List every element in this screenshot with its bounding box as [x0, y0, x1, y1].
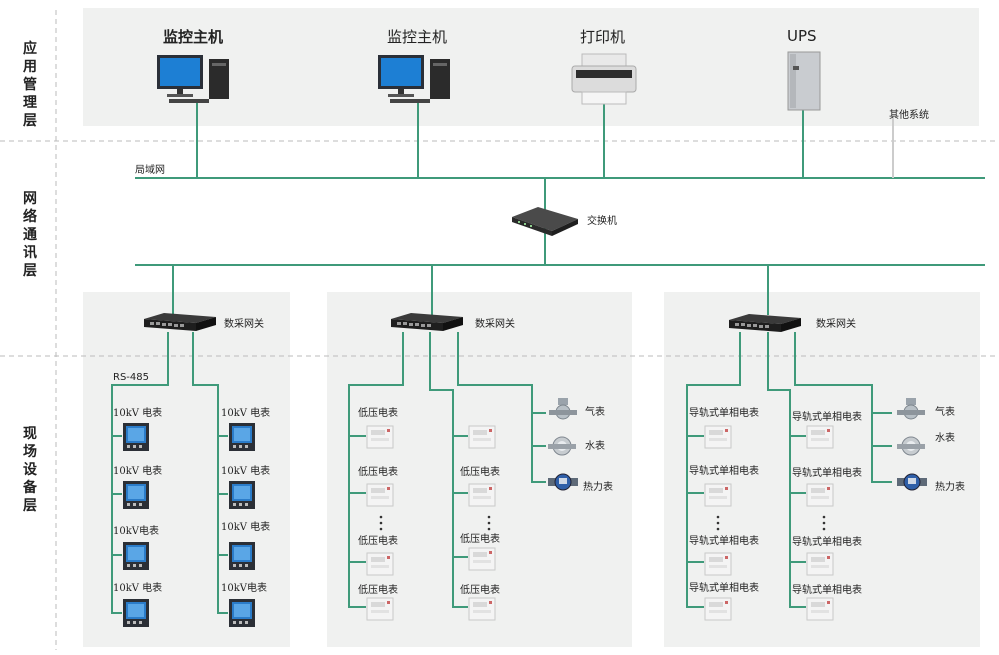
gateway-switch-icon — [729, 314, 801, 332]
right-col2-label: 导轨式单相电表 — [792, 468, 862, 479]
ups-cabinet-icon — [787, 51, 821, 111]
din-rail-meter-icon — [806, 425, 834, 449]
panel-meter-icon — [123, 599, 149, 627]
din-rail-meter-icon — [704, 552, 732, 576]
din-rail-meter-icon — [806, 597, 834, 621]
right-col1-label: 导轨式单相电表 — [689, 466, 759, 477]
left-col1-label: 10kV 电表 — [113, 408, 163, 419]
switch-label: 交换机 — [587, 216, 617, 227]
group-left-panel — [83, 292, 290, 647]
heat-meter-label: 热力表 — [583, 482, 613, 493]
water-meter-label: 水表 — [935, 433, 955, 444]
group-mid-panel — [327, 292, 632, 647]
group-right-panel — [664, 292, 980, 647]
left-col1-label: 10kV 电表 — [113, 583, 163, 594]
left-col2-label: 10kV 电表 — [221, 408, 271, 419]
mid-col1-label: 低压电表 — [358, 585, 398, 596]
din-rail-meter-icon — [704, 425, 732, 449]
din-rail-meter-icon — [366, 425, 394, 449]
ups-label: UPS — [787, 27, 817, 45]
gas-meter-icon — [549, 398, 577, 420]
monitor-pc-icon — [157, 55, 229, 103]
din-rail-meter-icon — [366, 552, 394, 576]
din-rail-meter-icon — [468, 425, 496, 449]
left-col2-label: 10kV电表 — [221, 583, 268, 594]
right-col2-label: 导轨式单相电表 — [792, 537, 862, 548]
network-switch-icon — [512, 207, 578, 236]
din-rail-meter-icon — [366, 597, 394, 621]
right-col1-label: 导轨式单相电表 — [689, 408, 759, 419]
mid-col1-label: 低压电表 — [358, 408, 398, 419]
heat-meter-label: 热力表 — [935, 482, 965, 493]
panel-meter-icon — [229, 599, 255, 627]
panel-meter-icon — [229, 481, 255, 509]
other-systems-label: 其他系统 — [889, 110, 929, 121]
din-rail-meter-icon — [468, 547, 496, 571]
printer-icon — [571, 53, 637, 105]
mid-col1-label: 低压电表 — [358, 467, 398, 478]
din-rail-meter-icon — [468, 597, 496, 621]
panel-meter-icon — [229, 542, 255, 570]
panel-meter-icon — [123, 481, 149, 509]
panel-meter-icon — [123, 542, 149, 570]
lan-label: 局域网 — [135, 165, 165, 176]
gas-meter-label: 气表 — [935, 407, 955, 418]
left-col1-label: 10kV电表 — [113, 526, 160, 537]
gateway-right-label: 数采网关 — [816, 319, 856, 330]
left-col2-label: 10kV 电表 — [221, 466, 271, 477]
heat-meter-icon — [548, 473, 578, 491]
host1-label: 监控主机 — [163, 28, 224, 46]
printer-label: 打印机 — [580, 28, 626, 46]
panel-meter-icon — [229, 423, 255, 451]
layer-label-application: 应用管理层 — [23, 41, 37, 129]
water-meter-icon — [897, 436, 925, 456]
water-meter-label: 水表 — [585, 441, 605, 452]
left-col2-label: 10kV 电表 — [221, 522, 271, 533]
gateway-switch-icon — [391, 313, 463, 331]
layer-label-field: 现场设备层 — [23, 426, 37, 514]
mid-col2-label: 低压电表 — [460, 467, 500, 478]
gas-meter-icon — [897, 398, 925, 420]
mid-col1-label: 低压电表 — [358, 536, 398, 547]
mid-col2-label: 低压电表 — [460, 534, 500, 545]
layer-label-network: 网络通讯层 — [23, 191, 37, 279]
din-rail-meter-icon — [806, 552, 834, 576]
din-rail-meter-icon — [468, 483, 496, 507]
gateway-switch-icon — [144, 313, 216, 331]
right-col2-label: 导轨式单相电表 — [792, 412, 862, 423]
host2-label: 监控主机 — [387, 28, 448, 46]
din-rail-meter-icon — [366, 483, 394, 507]
gateway-mid-label: 数采网关 — [475, 319, 515, 330]
mid-col2-label: 低压电表 — [460, 585, 500, 596]
water-meter-icon — [548, 436, 576, 456]
right-col1-label: 导轨式单相电表 — [689, 583, 759, 594]
right-col2-label: 导轨式单相电表 — [792, 585, 862, 596]
panel-meter-icon — [123, 423, 149, 451]
din-rail-meter-icon — [704, 483, 732, 507]
left-col1-label: 10kV 电表 — [113, 466, 163, 477]
din-rail-meter-icon — [704, 597, 732, 621]
din-rail-meter-icon — [806, 483, 834, 507]
monitor-pc-icon — [378, 55, 450, 103]
application-layer-panel — [83, 8, 979, 126]
rs485-label: RS-485 — [113, 372, 149, 383]
gateway-left-label: 数采网关 — [224, 319, 264, 330]
right-col1-label: 导轨式单相电表 — [689, 536, 759, 547]
heat-meter-icon — [897, 473, 927, 491]
gas-meter-label: 气表 — [585, 407, 605, 418]
